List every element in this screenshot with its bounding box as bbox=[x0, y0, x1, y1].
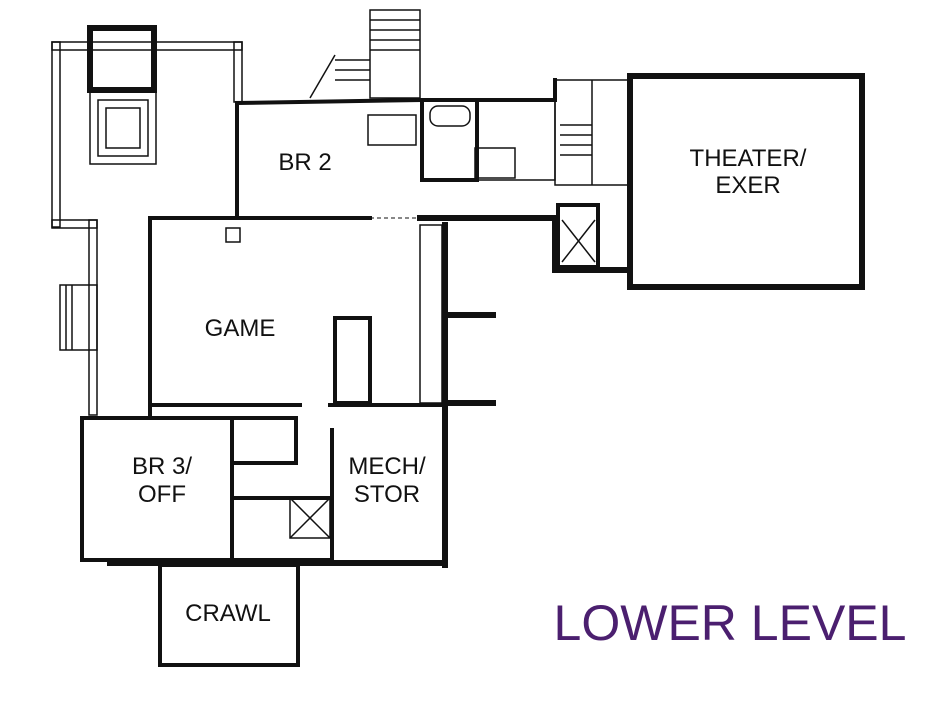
theater-walls bbox=[627, 73, 865, 290]
stairs-lower bbox=[554, 79, 631, 186]
room-label-theater-2: EXER bbox=[715, 172, 780, 199]
room-label-theater-1: THEATER/ bbox=[690, 145, 807, 172]
level-title: LOWER LEVEL bbox=[554, 595, 907, 651]
room-label-br2: BR 2 bbox=[278, 149, 331, 176]
stairs-upper bbox=[309, 9, 421, 99]
room-label-br3-2: OFF bbox=[138, 481, 186, 508]
room-label-br3-1: BR 3/ bbox=[132, 453, 192, 480]
room-label-mech-1: MECH/ bbox=[348, 453, 426, 480]
hot-tub bbox=[87, 25, 157, 165]
room-label-mech-2: STOR bbox=[354, 481, 420, 508]
room-label-crawl: CRAWL bbox=[185, 600, 271, 627]
crawl-walls bbox=[158, 563, 300, 667]
deck bbox=[51, 41, 243, 416]
window-box bbox=[225, 227, 241, 243]
room-label-game: GAME bbox=[205, 315, 276, 342]
